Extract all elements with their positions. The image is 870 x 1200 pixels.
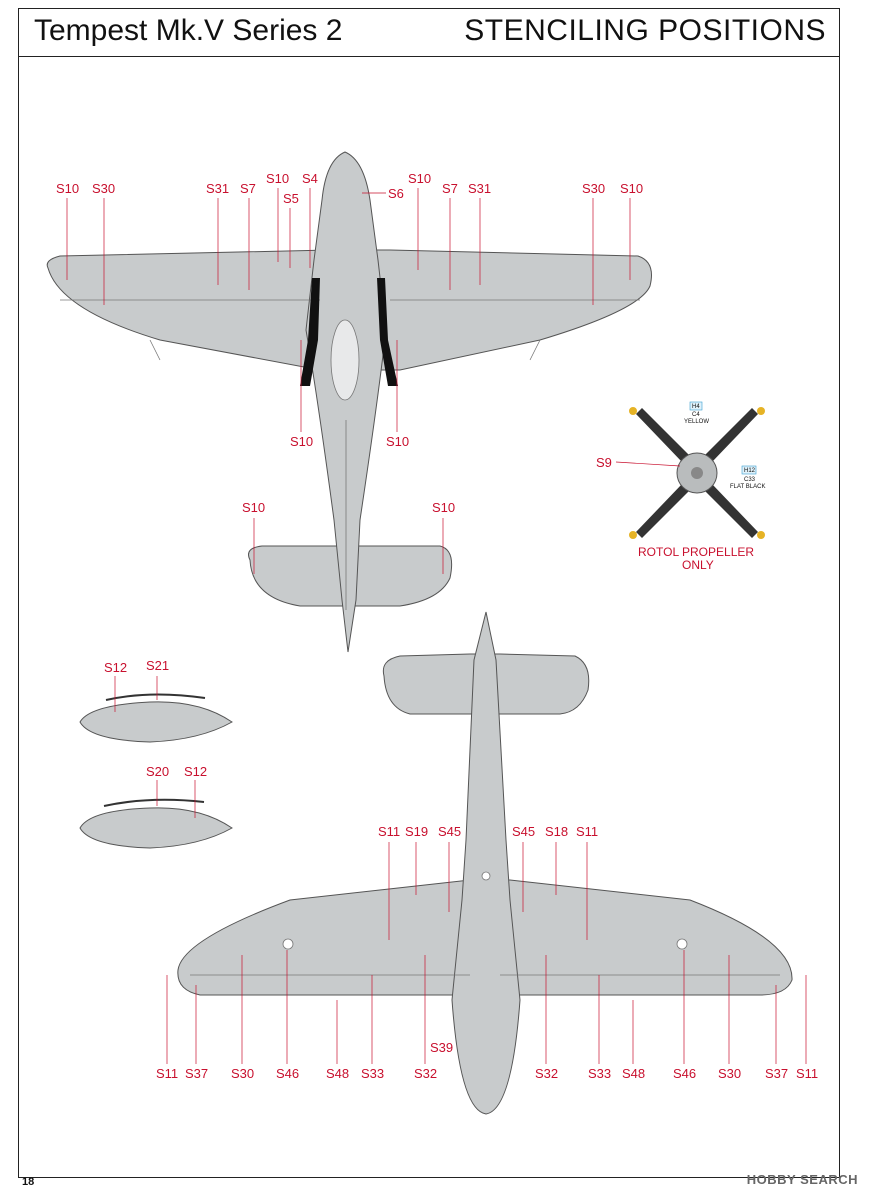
svg-text:C33: C33	[744, 477, 756, 483]
svg-text:S10: S10	[408, 171, 431, 186]
bottom-view-bottom-labels: S11 S37 S30 S46 S48 S33 S32 S32 S33 S48 …	[156, 1040, 818, 1081]
svg-text:S30: S30	[92, 181, 115, 196]
svg-text:S10: S10	[242, 500, 265, 515]
svg-text:S7: S7	[240, 181, 256, 196]
svg-text:S10: S10	[56, 181, 79, 196]
svg-text:S10: S10	[620, 181, 643, 196]
svg-text:H12: H12	[744, 468, 756, 474]
svg-text:S11: S11	[576, 824, 598, 839]
svg-text:S7: S7	[442, 181, 458, 196]
propeller-diagram: S9 H4 C4 YELLOW H12 C33 FLAT BLACK ROTOL…	[596, 401, 765, 572]
svg-text:FLAT BLACK: FLAT BLACK	[730, 484, 765, 490]
svg-text:S10: S10	[432, 500, 455, 515]
svg-text:S30: S30	[718, 1066, 741, 1081]
svg-text:S32: S32	[535, 1066, 558, 1081]
model-title: Tempest Mk.V Series 2	[34, 14, 343, 47]
page-frame	[18, 8, 840, 1178]
svg-text:H4: H4	[692, 404, 700, 410]
svg-text:S5: S5	[283, 191, 299, 206]
top-view-leaders	[66, 188, 631, 574]
svg-text:S10: S10	[386, 434, 409, 449]
drop-tanks: S12 S21 S20 S12	[79, 658, 233, 849]
bottom-view-airframe	[177, 611, 793, 1115]
svg-text:S18: S18	[545, 824, 568, 839]
watermark: HOBBY SEARCH	[746, 1172, 858, 1187]
bottom-view-leaders	[166, 842, 807, 1064]
svg-text:S48: S48	[622, 1066, 645, 1081]
svg-text:ONLY: ONLY	[682, 558, 714, 572]
header-divider	[18, 56, 840, 57]
propeller-label: S9	[596, 455, 612, 470]
svg-text:S32: S32	[414, 1066, 437, 1081]
svg-text:S10: S10	[290, 434, 313, 449]
svg-text:S11: S11	[156, 1066, 178, 1081]
svg-text:S30: S30	[231, 1066, 254, 1081]
svg-text:S4: S4	[302, 171, 318, 186]
top-view-details	[60, 299, 640, 610]
svg-text:S46: S46	[673, 1066, 696, 1081]
svg-text:C4: C4	[692, 412, 700, 418]
svg-text:S33: S33	[588, 1066, 611, 1081]
svg-text:S48: S48	[326, 1066, 349, 1081]
bottom-view-top-labels: S11 S19 S45 S45 S18 S11	[378, 824, 598, 839]
svg-text:S31: S31	[468, 181, 491, 196]
svg-text:S11: S11	[796, 1066, 818, 1081]
svg-text:S6: S6	[388, 186, 404, 201]
svg-text:S30: S30	[582, 181, 605, 196]
svg-text:S20: S20	[146, 764, 169, 779]
svg-text:S46: S46	[276, 1066, 299, 1081]
top-view-labels: S10 S30 S31 S7 S10 S4 S5 S6 S10 S7 S31 S…	[56, 171, 643, 515]
svg-text:YELLOW: YELLOW	[684, 419, 709, 425]
bottom-view-details	[190, 871, 780, 976]
svg-text:S37: S37	[185, 1066, 208, 1081]
svg-text:S12: S12	[184, 764, 207, 779]
section-title: STENCILING POSITIONS	[464, 14, 826, 47]
svg-text:ROTOL PROPELLER: ROTOL PROPELLER	[638, 545, 754, 559]
black-walkway-stripes	[300, 278, 398, 386]
top-view-airframe	[46, 151, 652, 653]
svg-text:S10: S10	[266, 171, 289, 186]
svg-text:S37: S37	[765, 1066, 788, 1081]
page-number: 18	[22, 1176, 35, 1188]
svg-text:S45: S45	[438, 824, 461, 839]
svg-text:S12: S12	[104, 660, 127, 675]
svg-text:S33: S33	[361, 1066, 384, 1081]
svg-text:S19: S19	[405, 824, 428, 839]
svg-text:S39: S39	[430, 1040, 453, 1055]
svg-text:S31: S31	[206, 181, 229, 196]
svg-text:S21: S21	[146, 658, 169, 673]
svg-text:S11: S11	[378, 824, 400, 839]
svg-text:S45: S45	[512, 824, 535, 839]
